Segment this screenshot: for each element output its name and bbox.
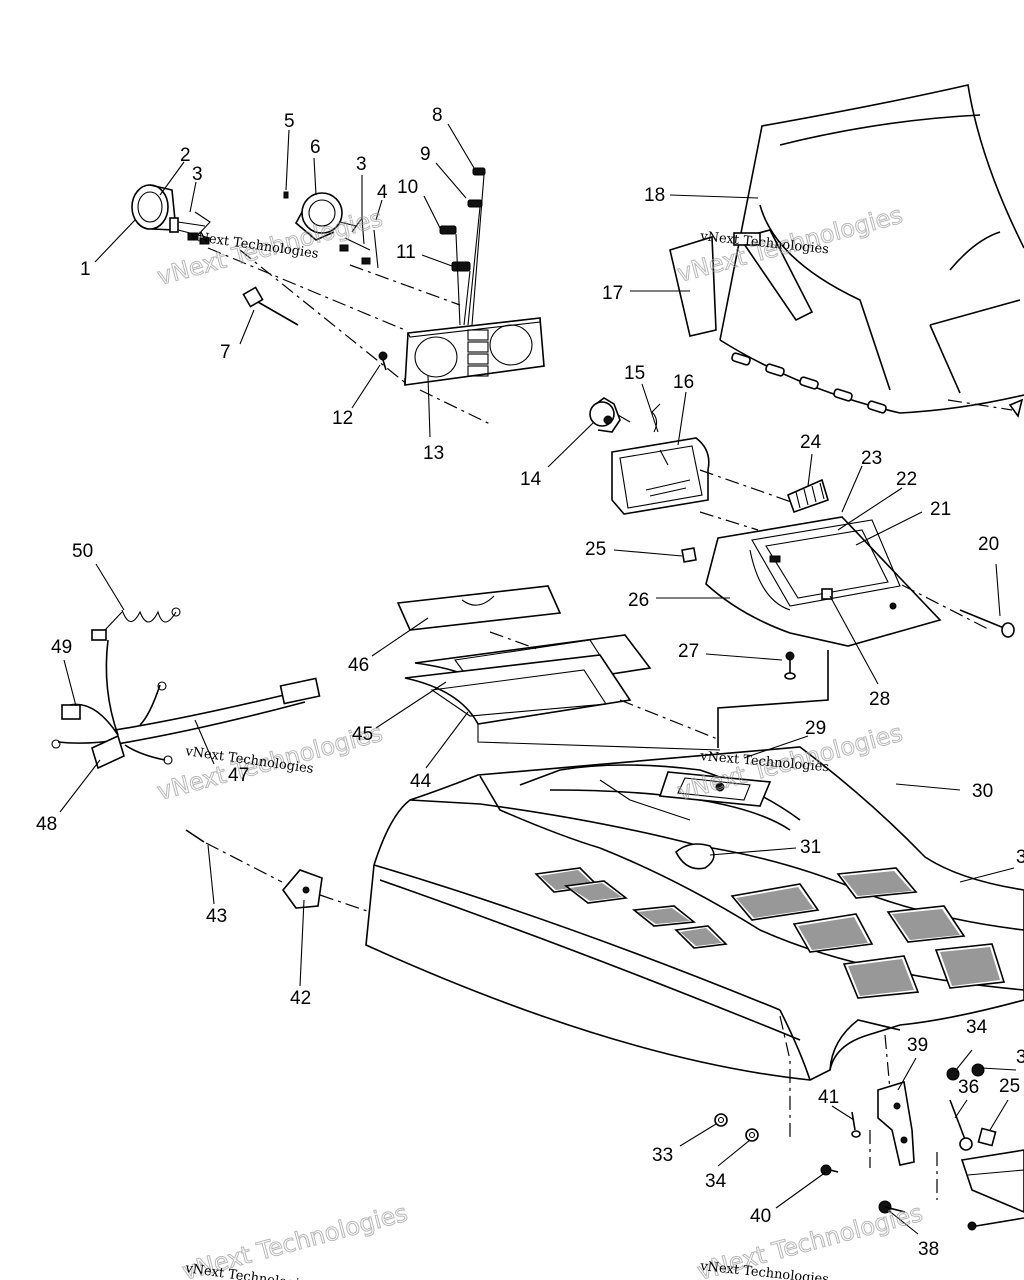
callout-42: 42 (290, 988, 311, 1009)
callout-14: 14 (520, 469, 542, 490)
bulb-14 (589, 397, 631, 433)
callout-29: 29 (805, 718, 826, 739)
callout-1: 1 (80, 259, 91, 280)
gauge-1-speedometer (131, 184, 211, 245)
callout-30: 30 (972, 781, 993, 802)
callout-33: 33 (652, 1145, 673, 1166)
callout-23: 23 (861, 448, 882, 469)
fasteners-bottom (714, 1063, 1024, 1231)
callout-40: 40 (750, 1206, 771, 1227)
callout-6: 6 (310, 137, 321, 158)
callout-45: 45 (352, 724, 373, 745)
pod-26 (705, 516, 991, 647)
callout-43: 43 (206, 906, 227, 927)
callout-20: 20 (978, 534, 999, 555)
callout-27: 27 (678, 641, 699, 662)
headlight-16 (611, 403, 801, 531)
callout-9: 9 (420, 144, 431, 165)
panel-dash-lines (489, 631, 829, 748)
panel-13 (404, 317, 545, 386)
callout-49: 49 (51, 637, 72, 658)
callout-18: 18 (644, 185, 665, 206)
hood-vents (534, 867, 1006, 999)
callout-21: 21 (930, 499, 951, 520)
callout-10: 10 (397, 177, 418, 198)
leader-lines (59, 123, 1017, 1235)
spring-24 (786, 478, 829, 514)
callout-15: 15 (624, 363, 645, 384)
screw-27 (784, 651, 796, 680)
windshield-18 (719, 84, 1024, 418)
callout-50: 50 (72, 541, 93, 562)
callout-36: 36 (958, 1077, 979, 1098)
callout-labels: 1 2 3 5 6 3 4 7 8 9 10 11 12 13 14 15 16… (36, 105, 1024, 1260)
screw-12 (378, 351, 388, 371)
callout-13: 13 (423, 443, 444, 464)
callout-32: 3 (1016, 847, 1024, 868)
cable-7 (242, 286, 299, 326)
callout-25a: 25 (585, 539, 606, 560)
callout-24: 24 (800, 432, 822, 453)
callout-25b: 25 (999, 1076, 1020, 1097)
cluster-dash-lines (207, 247, 493, 426)
callout-46: 46 (348, 655, 369, 676)
panel-44 (404, 654, 721, 751)
callout-41: 41 (818, 1087, 839, 1108)
callout-7: 7 (220, 342, 231, 363)
callout-28: 28 (869, 689, 890, 710)
indicator-lamps (439, 167, 486, 326)
callout-12: 12 (332, 408, 353, 429)
callout-16: 16 (673, 372, 694, 393)
callout-4: 4 (377, 182, 388, 203)
callout-34b: 34 (966, 1017, 988, 1038)
callout-31: 31 (800, 837, 821, 858)
callout-2: 2 (180, 145, 191, 166)
callout-3a: 3 (192, 164, 203, 185)
callout-38: 38 (918, 1239, 939, 1260)
callout-26: 26 (628, 590, 649, 611)
callout-34a: 34 (705, 1171, 727, 1192)
callout-22: 22 (896, 469, 917, 490)
callout-11: 11 (396, 242, 416, 263)
callout-47: 47 (228, 765, 249, 786)
callout-3b: 3 (356, 154, 367, 175)
bracket-42-and-pin-43 (185, 829, 371, 913)
bolt-20 (959, 609, 1015, 638)
callout-35: 3 (1016, 1047, 1024, 1068)
callout-39: 39 (907, 1035, 928, 1056)
callout-44: 44 (410, 771, 432, 792)
callout-17: 17 (602, 283, 623, 304)
panel-46 (396, 585, 562, 631)
nut-25-top (681, 547, 697, 563)
callout-5: 5 (284, 111, 295, 132)
hinge-39 (869, 1080, 915, 1168)
callout-48: 48 (36, 814, 57, 835)
callout-8: 8 (432, 105, 443, 126)
deflector-17 (669, 229, 814, 337)
